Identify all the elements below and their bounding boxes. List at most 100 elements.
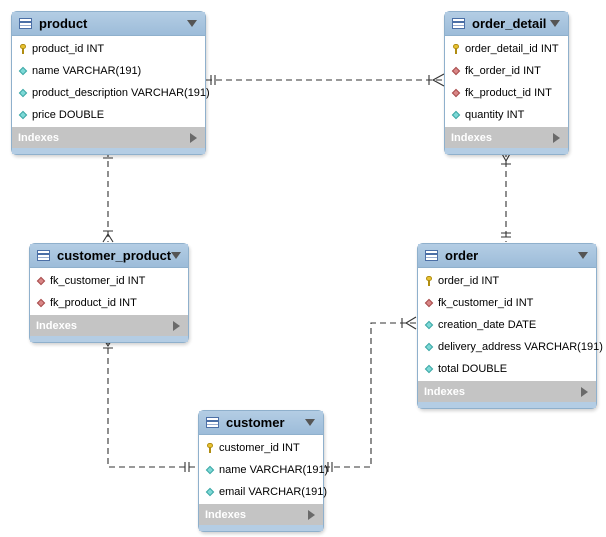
column-diamond-icon xyxy=(205,487,215,497)
fk-diamond-icon xyxy=(451,66,461,76)
chevron-right-icon[interactable] xyxy=(581,386,588,397)
indexes-section[interactable]: Indexes xyxy=(445,127,568,148)
indexes-section[interactable]: Indexes xyxy=(30,315,188,336)
column-list: order_detail_id INT fk_order_id INT fk_p… xyxy=(445,36,568,127)
table-title: customer xyxy=(226,415,285,430)
column-label: name VARCHAR(191) xyxy=(32,65,142,77)
column-row[interactable]: product_description VARCHAR(191) xyxy=(12,82,210,104)
indexes-section[interactable]: Indexes xyxy=(199,504,323,525)
table-footer xyxy=(12,148,205,154)
table-header[interactable]: order_detail xyxy=(445,12,568,36)
table-order-detail[interactable]: order_detail order_detail_id INT fk_orde… xyxy=(444,11,569,155)
indexes-label: Indexes xyxy=(424,385,465,398)
column-label: customer_id INT xyxy=(219,442,300,454)
column-label: fk_customer_id INT xyxy=(50,275,146,287)
fk-diamond-icon xyxy=(424,298,434,308)
chevron-right-icon[interactable] xyxy=(553,132,560,143)
table-title: customer_product xyxy=(57,248,172,263)
table-footer xyxy=(445,148,568,154)
table-icon xyxy=(452,18,465,29)
table-customer[interactable]: customer customer_id INT name VARCHAR(19… xyxy=(198,410,328,532)
table-title: order_detail xyxy=(472,16,547,31)
column-row[interactable]: total DOUBLE xyxy=(418,358,596,380)
chevron-down-icon[interactable] xyxy=(578,252,588,259)
column-row[interactable]: email VARCHAR(191) xyxy=(199,481,327,503)
table-customer-product[interactable]: customer_product fk_customer_id INT fk_p… xyxy=(29,243,189,343)
fk-diamond-icon xyxy=(36,298,46,308)
indexes-section[interactable]: Indexes xyxy=(418,381,596,402)
table-title: product xyxy=(39,16,88,31)
table-header[interactable]: customer xyxy=(199,411,323,435)
key-icon xyxy=(424,276,434,286)
chevron-right-icon[interactable] xyxy=(308,509,315,520)
column-row[interactable]: name VARCHAR(191) xyxy=(199,459,328,481)
column-diamond-icon xyxy=(424,364,434,374)
column-label: order_id INT xyxy=(438,275,500,287)
column-list: product_id INT name VARCHAR(191) product… xyxy=(12,36,210,127)
column-diamond-icon xyxy=(451,110,461,120)
table-header[interactable]: product xyxy=(12,12,205,36)
column-label: creation_date DATE xyxy=(438,319,537,331)
table-footer xyxy=(199,525,323,531)
column-label: product_description VARCHAR(191) xyxy=(32,87,210,99)
column-label: delivery_address VARCHAR(191) xyxy=(438,341,603,353)
column-row[interactable]: order_id INT xyxy=(418,270,596,292)
column-diamond-icon xyxy=(424,320,434,330)
column-row[interactable]: price DOUBLE xyxy=(12,104,205,126)
table-icon xyxy=(206,417,219,428)
chevron-down-icon[interactable] xyxy=(187,20,197,27)
relationship-customer-customer-product[interactable] xyxy=(102,337,197,472)
column-label: price DOUBLE xyxy=(32,109,105,121)
table-footer xyxy=(30,336,188,342)
relationship-product-customer-product[interactable] xyxy=(102,151,114,243)
column-row[interactable]: quantity INT xyxy=(445,104,568,126)
column-row[interactable]: fk_order_id INT xyxy=(445,60,568,82)
column-label: total DOUBLE xyxy=(438,363,508,375)
table-header[interactable]: customer_product xyxy=(30,244,188,268)
column-label: fk_product_id INT xyxy=(465,87,552,99)
column-row[interactable]: delivery_address VARCHAR(191) xyxy=(418,336,603,358)
table-footer xyxy=(418,402,596,408)
column-list: customer_id INT name VARCHAR(191) email … xyxy=(199,435,328,504)
key-icon xyxy=(205,443,215,453)
table-header[interactable]: order xyxy=(418,244,596,268)
column-row[interactable]: fk_product_id INT xyxy=(30,292,188,314)
column-label: product_id INT xyxy=(32,43,105,55)
chevron-down-icon[interactable] xyxy=(171,252,182,259)
column-row[interactable]: name VARCHAR(191) xyxy=(12,60,205,82)
column-diamond-icon xyxy=(424,342,434,352)
chevron-down-icon[interactable] xyxy=(305,419,315,426)
column-row[interactable]: order_detail_id INT xyxy=(445,38,568,60)
table-icon xyxy=(37,250,50,261)
column-row[interactable]: fk_customer_id INT xyxy=(418,292,596,314)
column-row[interactable]: creation_date DATE xyxy=(418,314,596,336)
relationship-customer-order[interactable] xyxy=(324,316,417,472)
column-row[interactable]: fk_customer_id INT xyxy=(30,270,188,292)
column-diamond-icon xyxy=(18,66,28,76)
relationship-product-order-detail[interactable] xyxy=(206,73,445,87)
column-label: name VARCHAR(191) xyxy=(219,464,329,476)
column-diamond-icon xyxy=(18,88,28,98)
table-title: order xyxy=(445,248,479,263)
chevron-right-icon[interactable] xyxy=(190,132,197,143)
relationship-order-order-detail[interactable] xyxy=(500,151,512,242)
table-product[interactable]: product product_id INT name VARCHAR(191)… xyxy=(11,11,210,155)
column-list: fk_customer_id INT fk_product_id INT xyxy=(30,268,188,315)
column-label: fk_customer_id INT xyxy=(438,297,534,309)
column-row[interactable]: fk_product_id INT xyxy=(445,82,568,104)
fk-diamond-icon xyxy=(451,88,461,98)
column-label: quantity INT xyxy=(465,109,525,121)
column-label: order_detail_id INT xyxy=(465,43,559,55)
chevron-right-icon[interactable] xyxy=(173,320,180,331)
indexes-label: Indexes xyxy=(18,131,59,144)
table-icon xyxy=(19,18,32,29)
column-list: order_id INT fk_customer_id INT creation… xyxy=(418,268,603,381)
column-row[interactable]: product_id INT xyxy=(12,38,205,60)
key-icon xyxy=(451,44,461,54)
column-row[interactable]: customer_id INT xyxy=(199,437,323,459)
indexes-label: Indexes xyxy=(205,508,246,521)
indexes-section[interactable]: Indexes xyxy=(12,127,205,148)
chevron-down-icon[interactable] xyxy=(550,20,560,27)
table-order[interactable]: order order_id INT fk_customer_id INT cr… xyxy=(417,243,603,409)
